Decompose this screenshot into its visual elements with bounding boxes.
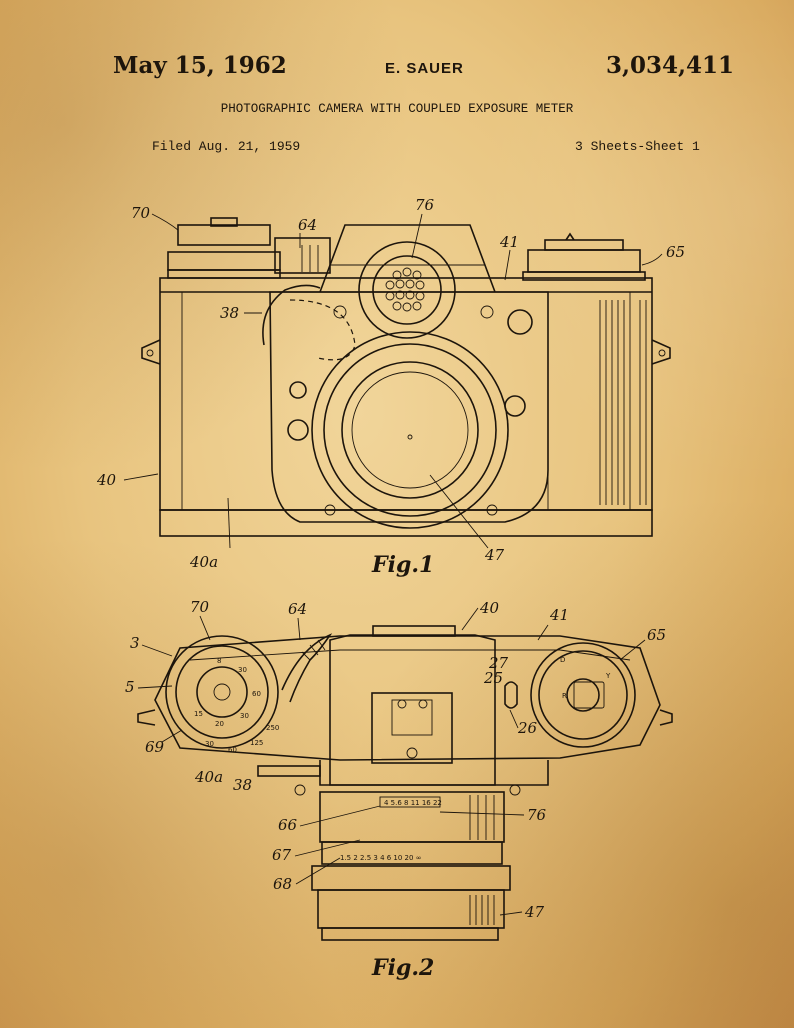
- fig2-ref-25: 25: [483, 669, 503, 687]
- svg-text:1.5 2 2.5 3 4 6 10 20 ∞: 1.5 2 2.5 3 4 6 10 20 ∞: [340, 854, 422, 862]
- svg-text:R: R: [562, 692, 567, 700]
- strap-lug-right: [651, 339, 671, 365]
- lens-mount: [311, 331, 509, 529]
- svg-text:20: 20: [215, 720, 224, 728]
- lens-grip-ring: [311, 865, 511, 891]
- patent-number: 3,034,411: [606, 52, 735, 79]
- fig1-ref-41: 41: [499, 233, 519, 251]
- accessory-shoe: [371, 692, 453, 764]
- fig2-ref-40: 40: [479, 599, 500, 617]
- rewind-button: [257, 765, 321, 777]
- fig2-ref-5: 5: [125, 678, 135, 696]
- svg-text:4 5.6 8 11 16 22: 4 5.6 8 11 16 22: [384, 799, 442, 807]
- fig2-ref-3: 3: [130, 634, 140, 652]
- strap-lug-top-left: [137, 709, 156, 726]
- fig2-ref-27: 27: [488, 654, 509, 672]
- fig1-ref-47: 47: [484, 546, 505, 564]
- fig1-ref-40: 40: [96, 471, 117, 489]
- sheet-count: 3 Sheets-Sheet 1: [575, 139, 700, 154]
- fig1-ref-70: 70: [131, 204, 151, 222]
- svg-text:Y: Y: [605, 672, 611, 680]
- fig2-ref-69: 69: [145, 738, 165, 756]
- svg-text:15: 15: [194, 710, 203, 718]
- fig2-ref-66: 66: [278, 816, 298, 834]
- front-button: [507, 309, 533, 335]
- fig2-ref-70: 70: [190, 598, 210, 616]
- shutter-speed-dial-top: [165, 635, 279, 749]
- svg-text:30: 30: [205, 740, 214, 748]
- lens-focus-ring: [321, 841, 503, 865]
- advance-lever-housing: [274, 237, 331, 274]
- fig1-ref-65: 65: [666, 243, 685, 261]
- fig2-ref-64: 64: [288, 600, 307, 618]
- rewind-gear: [262, 284, 321, 346]
- svg-text:60: 60: [228, 746, 237, 754]
- fig1-ref-40a: 40a: [189, 553, 218, 571]
- fig2-ref-41: 41: [549, 606, 569, 624]
- svg-text:30: 30: [240, 712, 249, 720]
- fig2-ref-68: 68: [273, 875, 292, 893]
- patent-title: PHOTOGRAPHIC CAMERA WITH COUPLED EXPOSUR…: [220, 102, 574, 116]
- fig2-ref-65: 65: [647, 626, 666, 644]
- strap-lug-top-right: [659, 709, 673, 726]
- inventor-name: E. SAUER: [385, 60, 464, 77]
- fig1-ref-38: 38: [220, 304, 239, 322]
- exposure-indicator: [504, 681, 518, 709]
- strap-lug-left: [141, 339, 161, 365]
- rewind-dial-top: [530, 642, 636, 748]
- svg-text:D: D: [560, 656, 565, 664]
- figure-1-front-view: [141, 217, 671, 537]
- svg-text:125: 125: [250, 739, 263, 747]
- patent-date: May 15, 1962: [113, 52, 287, 79]
- prism-housing: [319, 224, 496, 293]
- fig2-ref-76: 76: [527, 806, 547, 824]
- camera-base: [159, 509, 653, 537]
- fig1-caption: Fig.1: [371, 552, 434, 578]
- meter-honeycomb-cell: [372, 255, 442, 325]
- front-plate: [269, 291, 549, 523]
- rewind-knob: [177, 224, 271, 246]
- fig2-ref-40a: 40a: [194, 768, 223, 786]
- fig1-ref-64: 64: [298, 216, 317, 234]
- svg-text:250: 250: [266, 724, 279, 732]
- advance-lever: [281, 633, 333, 703]
- fig2-ref-38: 38: [233, 776, 252, 794]
- fig2-caption: Fig.2: [371, 955, 434, 981]
- film-counter-dial: [527, 249, 641, 273]
- svg-text:30: 30: [238, 666, 247, 674]
- shutter-speed-dial: [167, 251, 281, 271]
- svg-text:60: 60: [252, 690, 261, 698]
- fig2-ref-47: 47: [524, 903, 545, 921]
- fig1-ref-76: 76: [415, 196, 435, 214]
- hidden-gear-outline: [289, 299, 356, 361]
- top-plate: [154, 635, 661, 761]
- fig2-ref-67: 67: [272, 846, 292, 864]
- fig2-ref-26: 26: [517, 719, 538, 737]
- filed-date: Filed Aug. 21, 1959: [152, 139, 301, 154]
- meter-window-outer: [358, 241, 456, 339]
- lens-glass: [341, 361, 479, 499]
- svg-text:8: 8: [217, 657, 221, 665]
